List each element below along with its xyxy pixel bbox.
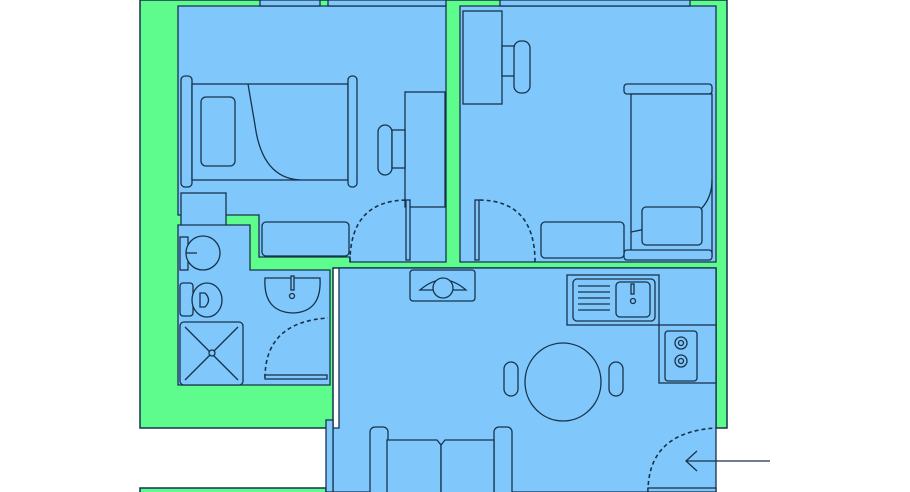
dining-table (503, 342, 624, 422)
wash-basin (264, 275, 321, 314)
bed (180, 75, 358, 188)
toilet (179, 282, 223, 318)
cooktop (664, 330, 698, 382)
chair (513, 40, 531, 94)
entrance-arrow-icon (685, 450, 770, 472)
shower (179, 321, 244, 386)
living-kitchen (325, 267, 717, 492)
wardrobe (540, 221, 625, 259)
hvac-unit (409, 269, 476, 302)
bed (623, 83, 713, 261)
chair (377, 124, 393, 176)
door-swing (477, 199, 536, 263)
door-swing (349, 199, 409, 263)
bedroom-1 (177, 0, 447, 263)
sink (179, 235, 221, 271)
sofa (369, 426, 513, 492)
door-swing (264, 317, 329, 379)
desk (404, 91, 446, 208)
entrance-door-swing (647, 427, 717, 492)
wardrobe (261, 221, 350, 257)
desk (462, 10, 503, 105)
bedroom-2 (459, 0, 717, 263)
bathroom (177, 224, 331, 386)
kitchen-sink (566, 274, 660, 326)
